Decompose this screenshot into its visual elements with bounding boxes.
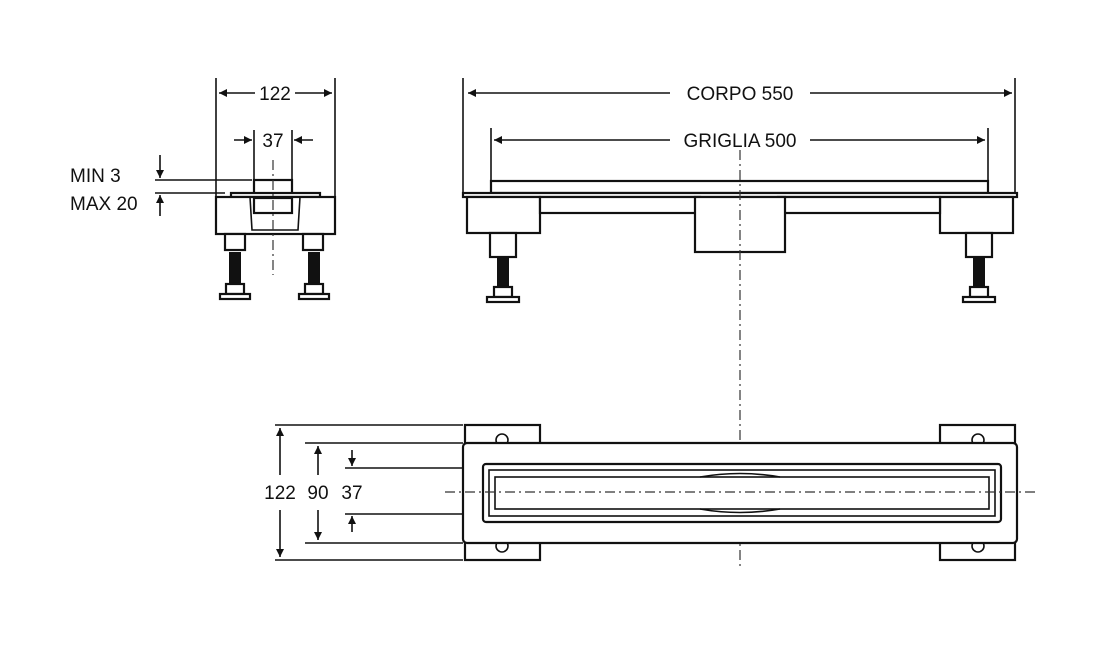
body-length-label: CORPO 550: [687, 84, 794, 105]
top-grate-label: 37: [341, 483, 362, 504]
side-collar-label: 37: [262, 131, 283, 152]
max-label: MAX 20: [70, 194, 138, 215]
min-label: MIN 3: [70, 166, 121, 187]
grate-length-label: GRIGLIA 500: [683, 131, 796, 152]
side-view: 122 37 MIN 3 MAX 20: [70, 78, 337, 301]
side-width-label: 122: [259, 84, 291, 105]
top-view: 122 90 37: [264, 423, 1035, 562]
top-body-label: 90: [307, 483, 328, 504]
top-outer-label: 122: [264, 483, 296, 504]
